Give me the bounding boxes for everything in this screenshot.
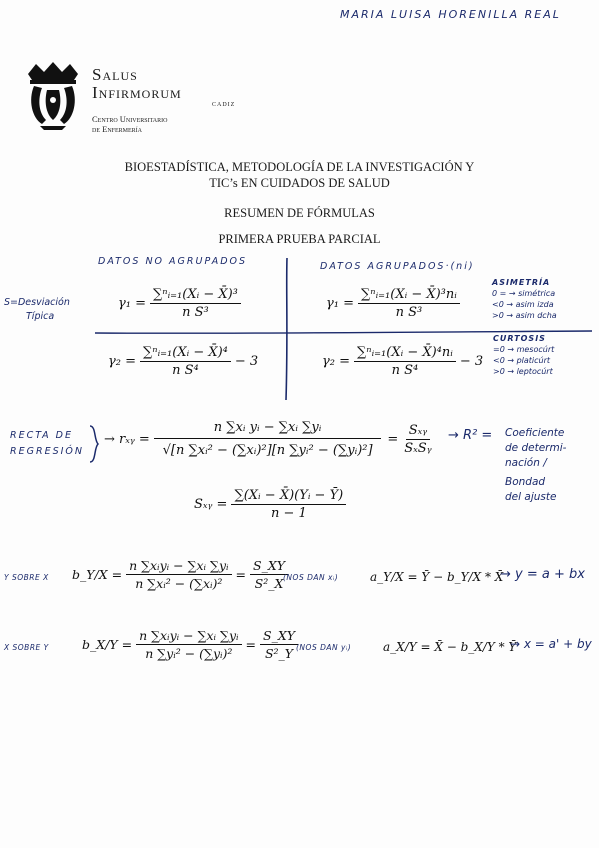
byx-s-denominator: S²_X [254, 576, 284, 591]
gamma2-label-right: γ₂ = [322, 354, 351, 369]
r2-note-line2: de determi- [505, 442, 567, 454]
x-on-y-note: (NOS DAN yᵢ) [296, 643, 352, 652]
kurtosis-notes: CURTOSIS =0 → mesocúrt <0 → platicúrt >0… [493, 333, 554, 377]
logo-line1: Salus [92, 65, 138, 84]
rxy-equals: = [387, 431, 399, 447]
bxy-s-denominator: S²_Y [264, 646, 294, 661]
gamma2-right-minus3: − 3 [459, 354, 484, 369]
gamma1-right-numerator: ∑ⁿᵢ₌₁(Xᵢ − X̄)³nᵢ [358, 287, 460, 304]
byx-equals: = [235, 567, 247, 582]
ayx-formula: a_Y/X = Ȳ − b_Y/X * X̄ [370, 570, 504, 584]
sxy-numerator: ∑(Xᵢ − X̄)(Yᵢ − Ȳ) [231, 488, 347, 505]
rxy-sxy-numerator: Sₓᵧ [405, 423, 431, 440]
correlation-formula: → rₓᵧ = n ∑xᵢ yᵢ − ∑xᵢ ∑yᵢ √[n ∑xᵢ² − (∑… [104, 420, 432, 458]
kurtosis-note-2: <0 → platicúrt [493, 356, 551, 365]
y-on-x-label: Y SOBRE X [4, 573, 49, 582]
byx-s-numerator: S_XY [250, 558, 288, 575]
gamma1-label: γ₁ = [118, 296, 147, 311]
asymmetry-title: ASIMETRÍA [492, 278, 551, 287]
r2-arrow: → R² = [448, 428, 493, 443]
gamma2-left-numerator: ∑ⁿᵢ₌₁(Xᵢ − X̄)⁴ [140, 345, 231, 362]
asymmetry-note-3: >0 → asim dcha [492, 311, 557, 320]
kurtosis-title: CURTOSIS [493, 334, 546, 343]
logo-line2: Infirmorum [92, 83, 182, 102]
bxy-equals: = [245, 637, 257, 652]
regression-label: RECTA DE REGRESIÓN [10, 428, 84, 460]
sxy-label: Sₓᵧ = [194, 497, 228, 512]
std-dev-label-line1: S=Desviación [4, 297, 70, 308]
kurtosis-note-3: >0 → leptocúrt [493, 367, 553, 376]
std-dev-label-line2: Típica [26, 311, 55, 322]
r2-note-line1: Coeficiente [505, 427, 565, 439]
rxy-label: → rₓᵧ = [104, 431, 150, 447]
y-on-x-slope: b_Y/X = n ∑xᵢyᵢ − ∑xᵢ ∑yᵢ n ∑xᵢ² − (∑xᵢ)… [72, 558, 288, 591]
col-left-title: DATOS NO AGRUPADOS [98, 256, 248, 267]
sxy-denominator: n − 1 [270, 506, 307, 521]
axy-formula: a_X/Y = X̄ − b_X/Y * Ȳ [383, 640, 517, 654]
r2-note-line5: del ajuste [505, 491, 557, 503]
gamma2-left-minus3: − 3 [234, 354, 259, 369]
r2-note: Coeficiente de determi- nación / Bondad … [505, 426, 566, 505]
logo-city: CADIZ [212, 102, 236, 108]
logo-sub2: de Enfermería [92, 124, 142, 134]
rxy-sxy-denominator: SₓSᵧ [404, 440, 432, 456]
author-name: MARIA LUISA HORENILLA REAL [340, 8, 561, 21]
gamma1-unpooled: γ₁ = ∑ⁿᵢ₌₁(Xᵢ − X̄)³ n S³ [118, 287, 241, 320]
gamma1-grouped: γ₁ = ∑ⁿᵢ₌₁(Xᵢ − X̄)³nᵢ n S³ [326, 287, 460, 320]
logo: Salus Infirmorum CADIZ Centro Universita… [22, 60, 262, 150]
byx-denominator: n ∑xᵢ² − (∑xᵢ)² [135, 576, 223, 591]
gamma2-right-numerator: ∑ⁿᵢ₌₁(Xᵢ − X̄)⁴nᵢ [354, 345, 456, 362]
bxy-label: b_X/Y = [82, 637, 133, 652]
document-header: BIOESTADÍSTICA, METODOLOGÍA DE LA INVEST… [0, 159, 599, 247]
exam-title: PRIMERA PRUEBA PARCIAL [218, 232, 381, 246]
subtitle: RESUMEN DE FÓRMULAS [224, 206, 375, 220]
byx-label: b_Y/X = [72, 567, 123, 582]
regression-label-line2: REGRESIÓN [10, 446, 84, 457]
rxy-denominator: √[n ∑xᵢ² − (∑xᵢ)²][n ∑yᵢ² − (∑yᵢ)²] [162, 443, 373, 458]
gamma2-unpooled: γ₂ = ∑ⁿᵢ₌₁(Xᵢ − X̄)⁴ n S⁴ − 3 [108, 345, 258, 378]
logo-sub1: Centro Universitario [92, 114, 168, 124]
gamma1-right-denominator: n S³ [395, 305, 423, 320]
x-on-y-slope: b_X/Y = n ∑xᵢyᵢ − ∑xᵢ ∑yᵢ n ∑yᵢ² − (∑yᵢ)… [82, 628, 298, 661]
r2-note-line4: Bondad [505, 476, 546, 488]
gamma1-left-numerator: ∑ⁿᵢ₌₁(Xᵢ − X̄)³ [150, 287, 241, 304]
crown-emblem-icon [28, 62, 78, 130]
rxy-numerator: n ∑xᵢ yᵢ − ∑xᵢ ∑yᵢ [153, 420, 382, 439]
x-on-y-line-eq: → x = a' + by [510, 637, 592, 651]
y-on-x-note: (NOS DAN xᵢ) [283, 573, 339, 582]
gamma1-label-right: γ₁ = [326, 296, 355, 311]
byx-numerator: n ∑xᵢyᵢ − ∑xᵢ ∑yᵢ [126, 558, 232, 575]
asymmetry-note-1: 0 = → simétrica [492, 289, 556, 298]
regression-label-line1: RECTA DE [10, 430, 74, 441]
bxy-denominator: n ∑yᵢ² − (∑yᵢ)² [145, 646, 233, 661]
title-line2: TIC’s EN CUIDADOS DE SALUD [209, 176, 390, 190]
std-dev-label: S=Desviación Típica [4, 296, 70, 324]
asymmetry-note-2: <0 → asim izda [492, 300, 554, 309]
kurtosis-note-1: =0 → mesocúrt [493, 345, 555, 354]
gamma1-left-denominator: n S³ [182, 305, 209, 320]
r2-note-line3: nación / [505, 457, 547, 469]
title-line1: BIOESTADÍSTICA, METODOLOGÍA DE LA INVEST… [124, 160, 475, 174]
bxy-s-numerator: S_XY [260, 628, 298, 645]
gamma2-grouped: γ₂ = ∑ⁿᵢ₌₁(Xᵢ − X̄)⁴nᵢ n S⁴ − 3 [322, 345, 483, 378]
bxy-numerator: n ∑xᵢyᵢ − ∑xᵢ ∑yᵢ [136, 628, 242, 645]
gamma2-left-denominator: n S⁴ [172, 363, 199, 378]
gamma2-label: γ₂ = [108, 354, 137, 369]
x-on-y-label: X SOBRE Y [4, 643, 49, 652]
brace-icon [89, 425, 100, 463]
gamma2-right-denominator: n S⁴ [391, 363, 419, 378]
col-right-title: DATOS AGRUPADOS·(ni) [320, 261, 475, 272]
covariance-formula: Sₓᵧ = ∑(Xᵢ − X̄)(Yᵢ − Ȳ) n − 1 [194, 488, 347, 521]
asymmetry-notes: ASIMETRÍA 0 = → simétrica <0 → asim izda… [492, 277, 557, 321]
y-on-x-line-eq: → y = a + bx [500, 567, 585, 582]
